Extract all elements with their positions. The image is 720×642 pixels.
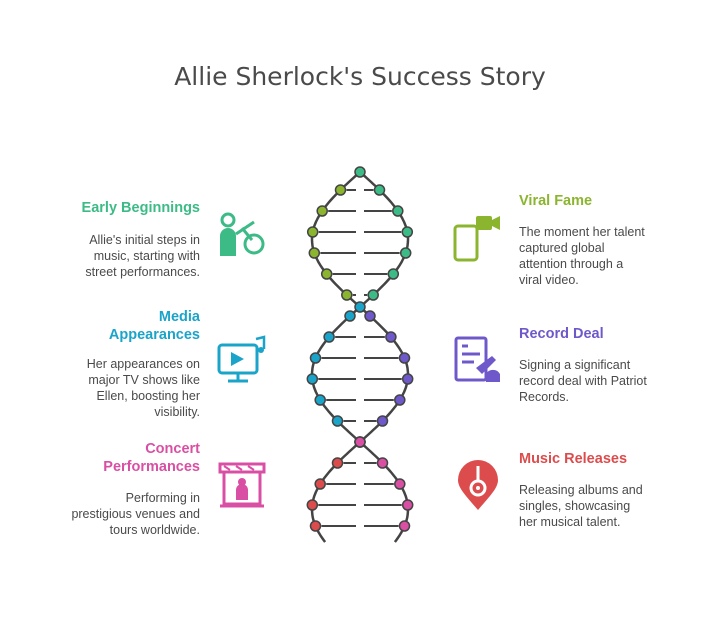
helix-bead bbox=[385, 331, 397, 343]
viral-fame-title: Viral Fame bbox=[519, 193, 593, 209]
helix-bead bbox=[398, 520, 411, 532]
record-deal-title: Record Deal bbox=[519, 326, 604, 342]
helix-bead bbox=[331, 415, 344, 427]
page-title: Allie Sherlock's Success Story bbox=[174, 62, 546, 91]
music-releases-desc: Releasing albums and singles, showcasing… bbox=[519, 483, 643, 529]
dna-helix bbox=[306, 166, 414, 543]
helix-bead bbox=[320, 268, 333, 280]
helix-bead bbox=[331, 457, 344, 469]
helix-crossover-node bbox=[354, 166, 366, 178]
helix-bead bbox=[376, 457, 389, 469]
early-beginnings-title: Early Beginnings bbox=[81, 200, 200, 216]
guitar-pin-icon bbox=[458, 460, 498, 510]
tv-music-icon bbox=[217, 335, 266, 383]
helix-bead bbox=[306, 373, 319, 385]
helix-bead bbox=[364, 310, 376, 322]
concert-performances-title: Concert Performances bbox=[103, 441, 200, 475]
helix-bead bbox=[309, 520, 322, 532]
helix-bead bbox=[373, 184, 386, 196]
helix-bead bbox=[308, 247, 321, 259]
helix-bead bbox=[387, 268, 400, 280]
helix-crossover-node bbox=[354, 301, 366, 313]
helix-bead bbox=[392, 205, 404, 217]
helix-bead bbox=[314, 478, 326, 490]
helix-bead bbox=[309, 352, 322, 364]
helix-bead bbox=[394, 394, 406, 406]
helix-bead bbox=[398, 352, 411, 364]
viral-fame-desc: The moment her talent captured global at… bbox=[519, 225, 645, 287]
helix-bead bbox=[341, 289, 353, 301]
helix-bead bbox=[401, 373, 414, 385]
helix-bead bbox=[306, 499, 319, 511]
record-deal-desc: Signing a significant record deal with P… bbox=[519, 358, 647, 404]
singer-guitar-icon bbox=[220, 212, 265, 256]
helix-bead bbox=[314, 394, 326, 406]
helix-bead bbox=[376, 415, 389, 427]
helix-bead bbox=[367, 289, 379, 301]
helix-bead bbox=[306, 226, 319, 238]
helix-crossover-node bbox=[354, 436, 366, 448]
helix-bead bbox=[401, 226, 414, 238]
music-releases-title: Music Releases bbox=[519, 451, 628, 467]
media-appearances-title: Media Appearances bbox=[108, 309, 200, 343]
helix-bead bbox=[323, 331, 335, 343]
early-beginnings-desc: Allie's initial steps in music, starting… bbox=[85, 233, 200, 279]
helix-bead bbox=[344, 310, 356, 322]
phone-video-icon bbox=[453, 216, 500, 262]
helix-bead bbox=[399, 247, 412, 259]
stage-performer-icon bbox=[218, 462, 266, 508]
concert-performances-desc: Performing in prestigious venues and tou… bbox=[71, 491, 200, 537]
helix-bead bbox=[316, 205, 328, 217]
contract-signing-icon bbox=[454, 336, 500, 382]
helix-bead bbox=[334, 184, 347, 196]
media-appearances-desc: Her appearances on major TV shows like E… bbox=[86, 357, 200, 419]
helix-bead bbox=[401, 499, 414, 511]
helix-bead bbox=[394, 478, 406, 490]
